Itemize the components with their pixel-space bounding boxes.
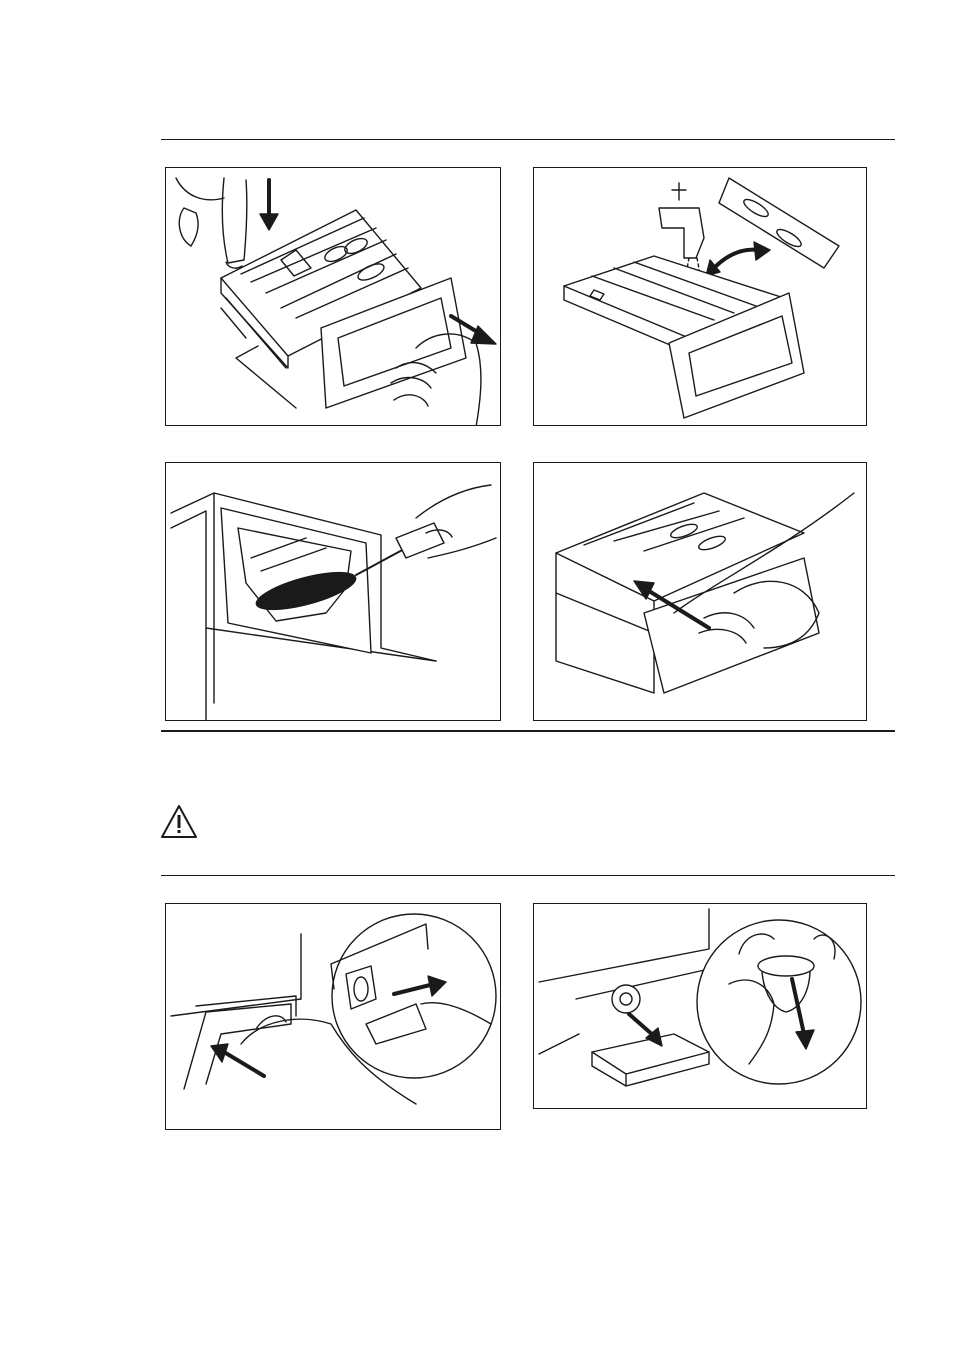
figure-brush-recess xyxy=(165,462,501,721)
remove-drain-filter-icon xyxy=(534,904,867,1109)
figure-remove-dispenser xyxy=(165,167,501,426)
remove-dispenser-drawer-icon xyxy=(166,168,501,426)
figure-insert-dispenser xyxy=(533,462,867,721)
insert-dispenser-drawer-icon xyxy=(534,463,867,721)
open-filter-door-icon xyxy=(166,904,501,1130)
figure-remove-drain-filter xyxy=(533,903,867,1109)
brush-dispenser-recess-icon xyxy=(166,463,501,721)
warning-triangle-icon xyxy=(160,804,198,840)
figure-open-filter-door xyxy=(165,903,501,1130)
section-rule-filter xyxy=(161,875,895,876)
rinse-dispenser-under-tap-icon xyxy=(534,168,867,426)
figure-rinse-dispenser xyxy=(533,167,867,426)
section-rule-top xyxy=(161,139,895,140)
section-rule-middle xyxy=(161,730,895,732)
